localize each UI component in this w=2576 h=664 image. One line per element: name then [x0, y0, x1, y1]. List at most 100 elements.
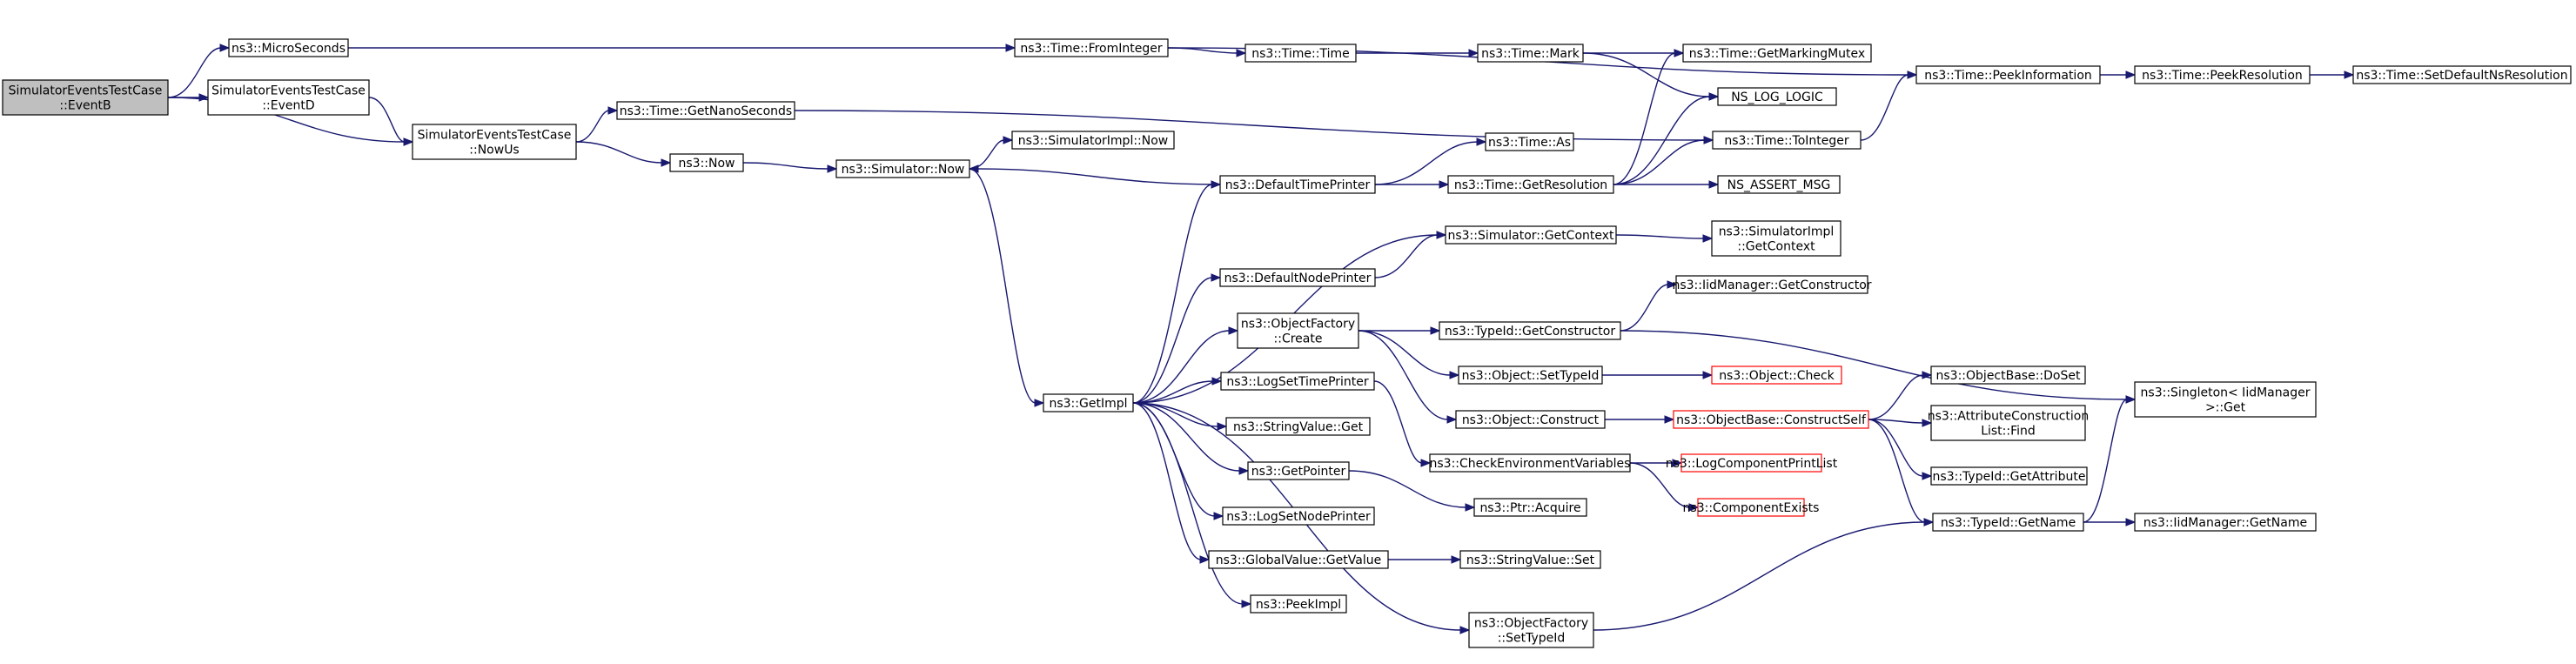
node-label: ::EventB	[59, 99, 111, 113]
node-box	[207, 79, 370, 116]
node-simimplnow[interactable]: ns3::SimulatorImpl::Now	[1011, 131, 1175, 150]
node-svget[interactable]: ns3::StringValue::Get	[1225, 417, 1371, 436]
edge-line	[976, 168, 1221, 185]
edge-line	[969, 168, 1036, 404]
edge-line	[1132, 402, 1241, 472]
node-label: ns3::LogSetNodePrinter	[1226, 510, 1371, 524]
node-simnow[interactable]: ns3::Simulator::Now	[835, 159, 970, 178]
call-edge-getimpl-gvget	[1132, 402, 1211, 564]
call-edge-objconstruct-constructself	[1605, 415, 1675, 424]
node-now[interactable]: ns3::Now	[669, 153, 744, 172]
node-box	[1930, 366, 2086, 385]
node-eventd[interactable]: SimulatorEventsTestCase::EventD	[207, 79, 370, 116]
edge-line	[1613, 52, 1676, 185]
node-label: ns3::StringValue::Get	[1233, 420, 1364, 434]
node-iidgetname[interactable]: ns3::IidManager::GetName	[2134, 513, 2317, 532]
node-peekinfo[interactable]: ns3::Time::PeekInformation	[1915, 65, 2101, 84]
edge-line	[167, 47, 222, 98]
node-objconstruct[interactable]: ns3::Object::Construct	[1455, 410, 1606, 429]
node-ptracq[interactable]: ns3::Ptr::Acquire	[1473, 498, 1587, 517]
node-box	[1485, 132, 1574, 151]
node-mark[interactable]: ns3::Time::Mark	[1477, 44, 1584, 63]
call-edge-getimpl-ofcreate	[1132, 326, 1239, 404]
arrowhead	[1211, 377, 1223, 386]
node-tidgetctor[interactable]: ns3::TypeId::GetConstructor	[1439, 321, 1621, 340]
node-lstp[interactable]: ns3::LogSetTimePrinter	[1220, 372, 1375, 391]
node-peekres[interactable]: ns3::Time::PeekResolution	[2134, 65, 2311, 84]
edge-line	[575, 110, 610, 143]
call-edge-dnp-getctx	[1374, 231, 1447, 278]
node-box	[2, 79, 169, 116]
node-label: SimulatorEventsTestCase	[211, 84, 366, 98]
node-ofsettypeid[interactable]: ns3::ObjectFactory::SetTypeId	[1468, 612, 1594, 648]
node-nowus[interactable]: SimulatorEventsTestCase::NowUs	[412, 124, 577, 160]
edge-line	[167, 97, 406, 143]
edge-line	[1132, 277, 1213, 404]
node-mutex[interactable]: ns3::Time::GetMarkingMutex	[1682, 44, 1872, 63]
node-objcheck[interactable]: ns3::Object::Check	[1711, 366, 1842, 385]
call-edge-checkenv-compexists	[1629, 462, 1700, 512]
node-checkenv[interactable]: ns3::CheckEnvironmentVariables	[1429, 453, 1631, 473]
node-implctx[interactable]: ns3::SimulatorImpl::GetContext	[1711, 220, 1841, 257]
edge-line	[1132, 330, 1231, 404]
arrowhead	[968, 164, 979, 173]
node-logcpl[interactable]: ns3::LogComponentPrintList	[1666, 453, 1838, 473]
node-peekimpl[interactable]: ns3::PeekImpl	[1250, 594, 1347, 614]
node-singleton[interactable]: ns3::Singleton< IidManager >::Get	[2134, 381, 2317, 418]
node-dnp[interactable]: ns3::DefaultNodePrinter	[1219, 268, 1376, 287]
node-getctx[interactable]: ns3::Simulator::GetContext	[1445, 225, 1617, 245]
node-box	[1208, 550, 1389, 569]
node-toint[interactable]: ns3::Time::ToInteger	[1712, 131, 1862, 150]
edge-line	[1348, 470, 1467, 508]
node-root[interactable]: SimulatorEventsTestCase::EventB	[2, 79, 169, 116]
call-edge-nano-toint	[794, 110, 1714, 144]
node-box	[1219, 175, 1376, 194]
edge-line	[1860, 74, 1909, 141]
call-edge-ofsettypeid-tidgetname	[1593, 518, 1935, 631]
node-label: ns3::TypeId::GetName	[1941, 516, 2076, 530]
node-box	[1439, 321, 1621, 340]
node-ofcreate[interactable]: ns3::ObjectFactory::Create	[1237, 312, 1359, 349]
node-box	[1712, 131, 1862, 150]
node-time[interactable]: ns3::Time::Time	[1244, 44, 1357, 63]
node-getres[interactable]: ns3::Time::GetResolution	[1447, 175, 1614, 194]
arrowhead	[1436, 231, 1447, 239]
node-micro[interactable]: ns3::MicroSeconds	[228, 38, 349, 57]
node-iidgetctor[interactable]: ns3::IidManager::GetConstructor	[1672, 275, 1872, 294]
node-constructself[interactable]: ns3::ObjectBase::ConstructSelf	[1673, 410, 1869, 429]
node-setdef[interactable]: ns3::Time::SetDefaultNsResolution	[2352, 65, 2572, 84]
call-edge-settypeid-objcheck	[1602, 371, 1714, 379]
call-edge-constructself-doset	[1868, 371, 1933, 420]
node-svset[interactable]: ns3::StringValue::Set	[1459, 550, 1601, 569]
edge-line	[1613, 96, 1711, 185]
node-doset[interactable]: ns3::ObjectBase::DoSet	[1930, 366, 2086, 385]
call-edge-dtp-simnow	[968, 164, 1221, 185]
node-box	[1014, 38, 1169, 57]
node-compexists[interactable]: ns3::ComponentExists	[1683, 498, 1820, 517]
node-box	[1673, 410, 1869, 429]
arrowhead	[1228, 326, 1239, 335]
node-box	[1675, 275, 1868, 294]
node-timeas[interactable]: ns3::Time::As	[1485, 132, 1574, 151]
node-label: ns3::Object::SetTypeId	[1462, 369, 1600, 383]
node-box	[1711, 366, 1842, 385]
node-getimpl[interactable]: ns3::GetImpl	[1043, 393, 1134, 412]
call-edge-dtp-getres	[1375, 180, 1450, 189]
node-nano[interactable]: ns3::Time::GetNanoSeconds	[616, 101, 795, 120]
node-gvget[interactable]: ns3::GlobalValue::GetValue	[1208, 550, 1389, 569]
node-tidgetname[interactable]: ns3::TypeId::GetName	[1932, 513, 2084, 532]
node-label: ns3::ObjectBase::ConstructSelf	[1676, 413, 1867, 427]
node-label: ns3::Time::GetResolution	[1454, 178, 1607, 192]
node-lsnp[interactable]: ns3::LogSetNodePrinter	[1222, 506, 1375, 526]
node-dtp[interactable]: ns3::DefaultTimePrinter	[1219, 175, 1376, 194]
node-getattr[interactable]: ns3::TypeId::GetAttribute	[1930, 466, 2088, 486]
node-nsassert[interactable]: NS_ASSERT_MSG	[1717, 175, 1841, 194]
node-nslog[interactable]: NS_LOG_LOGIC	[1717, 87, 1837, 106]
node-fromint[interactable]: ns3::Time::FromInteger	[1014, 38, 1169, 57]
node-box	[1429, 453, 1631, 473]
node-settypeid[interactable]: ns3::Object::SetTypeId	[1458, 366, 1603, 385]
node-getpointer[interactable]: ns3::GetPointer	[1247, 461, 1350, 480]
node-label: ns3::IidManager::GetConstructor	[1672, 278, 1871, 292]
node-box	[1244, 44, 1357, 63]
